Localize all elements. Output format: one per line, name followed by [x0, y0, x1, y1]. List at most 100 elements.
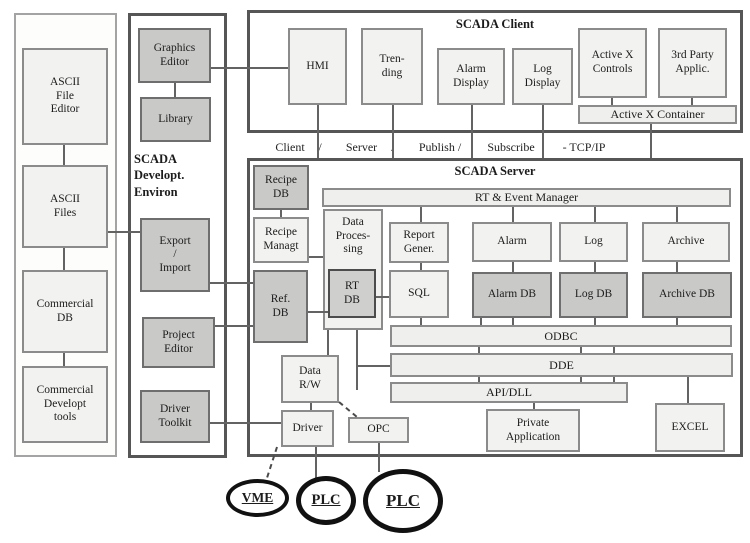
rt-event-manager-bar: RT & Event Manager — [322, 188, 731, 207]
connector — [356, 330, 358, 390]
scada-server-title: SCADA Server — [454, 164, 536, 178]
connector — [471, 105, 473, 188]
connector — [420, 207, 422, 222]
alarm-db-box: Alarm DB — [472, 272, 552, 318]
project-editor-box: Project Editor — [142, 317, 215, 368]
vme-label: VME — [241, 490, 274, 505]
alarm-label: Alarm — [497, 235, 527, 248]
rt-db-label: RT DB — [344, 279, 360, 306]
driver-label: Driver — [292, 421, 323, 434]
activex-container-bar: Active X Container — [578, 105, 737, 124]
connector — [478, 377, 480, 382]
commercial-db-box: Commercial DB — [22, 270, 108, 353]
connector — [327, 330, 329, 355]
connector — [309, 256, 323, 258]
alarm-display-label: Alarm Display — [453, 62, 489, 89]
connector — [210, 282, 253, 284]
vme-ellipse: VME — [226, 479, 289, 517]
connector — [310, 403, 312, 410]
excel-box: EXCEL — [655, 403, 725, 452]
plc-ellipse-2: PLC — [363, 469, 443, 533]
connector — [542, 105, 544, 188]
connector — [308, 311, 328, 313]
connector — [650, 124, 652, 188]
connector — [580, 377, 582, 382]
activex-container-label: Active X Container — [610, 107, 705, 121]
rt-db-box: RT DB — [328, 269, 376, 318]
activex-controls-label: Active X Controls — [591, 49, 634, 75]
ref-db-box: Ref. DB — [253, 270, 308, 343]
ascii-files-box: ASCII Files — [22, 165, 108, 248]
third-party-applic-box: 3rd Party Applic. — [658, 28, 727, 98]
hmi-label: HMI — [306, 59, 329, 72]
opc-label: OPC — [367, 423, 390, 436]
recipe-managt-label: Recipe Managt — [263, 226, 299, 252]
connector — [420, 318, 422, 325]
ascii-file-editor-label: ASCII File Editor — [49, 76, 81, 116]
connector — [63, 248, 65, 270]
odbc-bar: ODBC — [390, 325, 732, 347]
connector — [512, 207, 514, 222]
connector — [594, 262, 596, 272]
graphics-editor-label: Graphics Editor — [153, 41, 196, 68]
band-tcpip-label: - TCP/IP — [562, 140, 606, 154]
sql-box: SQL — [389, 270, 449, 318]
odbc-label: ODBC — [544, 328, 578, 343]
archive-db-label: Archive DB — [659, 288, 715, 301]
data-rw-box: Data R/W — [281, 355, 339, 403]
dde-label: DDE — [549, 357, 574, 372]
ascii-files-label: ASCII Files — [49, 192, 81, 219]
plc-label-1: PLC — [311, 492, 341, 508]
connector — [215, 325, 253, 327]
library-label: Library — [158, 112, 193, 125]
excel-label: EXCEL — [671, 420, 709, 433]
export-import-label: Export / Import — [159, 234, 191, 274]
connector — [317, 105, 319, 188]
band-subscribe-label: Subscribe — [487, 140, 535, 154]
connector — [676, 262, 678, 272]
connector — [611, 98, 613, 105]
ascii-file-editor-box: ASCII File Editor — [22, 48, 108, 145]
plc-ellipse-1: PLC — [296, 476, 356, 525]
connector — [676, 318, 678, 325]
connector — [356, 365, 390, 367]
archive-box: Archive — [642, 222, 730, 262]
connector — [420, 263, 422, 270]
alarm-box: Alarm — [472, 222, 552, 262]
data-processing-label: Data Proces- sing — [335, 216, 371, 256]
connector — [676, 207, 678, 222]
connector — [211, 67, 288, 69]
connector — [594, 207, 596, 222]
log-db-box: Log DB — [559, 272, 628, 318]
connector — [392, 105, 394, 188]
log-box: Log — [559, 222, 628, 262]
log-display-label: Log Display — [524, 62, 561, 89]
dde-bar: DDE — [390, 353, 733, 377]
driver-toolkit-box: Driver Toolkit — [140, 390, 210, 443]
plc-label-2: PLC — [386, 491, 420, 510]
connector — [687, 377, 689, 403]
connector — [613, 377, 615, 382]
connector — [613, 347, 615, 353]
ref-db-label: Ref. DB — [270, 292, 291, 319]
recipe-managt-box: Recipe Managt — [253, 217, 309, 263]
scada-developt-environ-heading: SCADA Developt. Environ — [134, 152, 185, 199]
driver-box: Driver — [281, 410, 334, 447]
activex-controls-box: Active X Controls — [578, 28, 647, 98]
log-label: Log — [584, 235, 603, 248]
graphics-editor-box: Graphics Editor — [138, 28, 211, 83]
api-dll-bar: API/DLL — [390, 382, 628, 403]
connector — [315, 447, 317, 478]
connector — [478, 347, 480, 353]
band-server-label: Server — [345, 140, 378, 154]
connector — [512, 262, 514, 272]
export-import-box: Export / Import — [140, 218, 210, 292]
connector — [108, 231, 140, 233]
trending-box: Tren- ding — [361, 28, 423, 105]
band-slash: / — [318, 140, 322, 154]
rt-event-manager-label: RT & Event Manager — [474, 190, 579, 204]
connector — [512, 318, 514, 325]
trending-label: Tren- ding — [379, 52, 405, 79]
report-gener-label: Report Gener. — [403, 228, 435, 255]
